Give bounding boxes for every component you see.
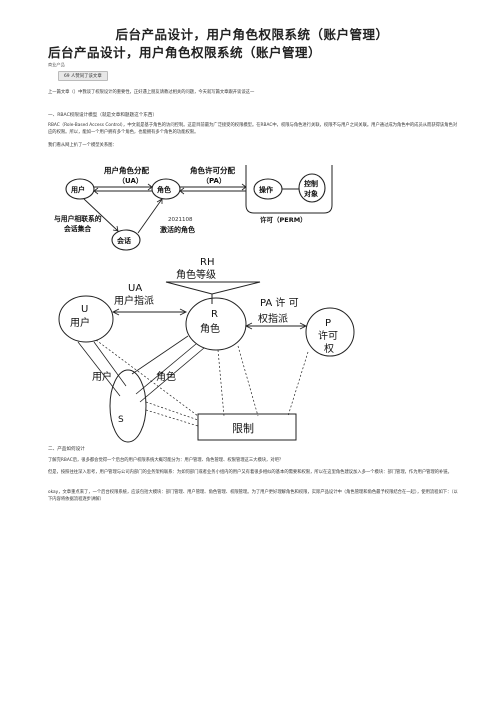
user-node xyxy=(65,178,95,200)
p-node xyxy=(305,307,355,357)
label-role-perm-assign: 角色许可分配 xyxy=(190,165,235,175)
watermark-text: 2021108 xyxy=(168,217,193,223)
role-node xyxy=(151,178,181,200)
design-paragraph-2: 但是，按照往往深入思考，用户管理与公司内部门的业务架构联系：为如何部门或者业务小… xyxy=(48,470,452,475)
label-role-level: 角色等级 xyxy=(176,268,216,281)
user-node-label: 用户 xyxy=(71,185,85,194)
label-pa-assign-2: 权指派 xyxy=(258,312,288,325)
u-node xyxy=(58,295,114,343)
rbac-diagram-2: RH 角色等级 UA 用户指派 U 用户 R 角色 PA 许 可 权指派 P 许… xyxy=(58,257,355,443)
constraint-label: 限制 xyxy=(232,422,254,435)
r-node-label: 角色 xyxy=(200,322,220,335)
section-heading-design: 二、产品如何设计 xyxy=(48,447,85,452)
p-node-label-1: 许可 xyxy=(318,330,338,342)
r-node-letter: R xyxy=(211,309,218,320)
control-object-label-2: 对象 xyxy=(304,189,318,198)
control-object-label-1: 控制 xyxy=(304,179,318,188)
s-node-letter: S xyxy=(118,415,124,425)
u-node-label: 用户 xyxy=(70,316,90,329)
label-pa: （PA） xyxy=(202,177,226,185)
label-perm: 许可（PERM） xyxy=(260,215,307,224)
s-node xyxy=(109,369,147,443)
rbac-diagram-1: 用户角色分配 （UA） 角色许可分配 （PA） 用户 角色 操作 控制 对象 许… xyxy=(54,165,333,251)
design-paragraph-3: okay，文章重点来了，一个后台权限系统，应该包括大模块：部门管理、用户管理、角… xyxy=(48,490,458,502)
model-intro-paragraph: 我们看从网上扒了一个模型关系图： xyxy=(48,143,117,148)
document-title: 后台产品设计，用户角色权限系统（账户管理） xyxy=(115,27,389,42)
rbac-paragraph: RBAC（Role-Based Access Control），中文就是基于角色… xyxy=(48,123,458,135)
label-ua-2: UA xyxy=(128,283,142,294)
article-title: 后台产品设计，用户角色权限系统（账户管理） xyxy=(48,45,322,60)
p-node-label-2: 权 xyxy=(324,342,334,355)
label-user-session-2: 会话集合 xyxy=(64,224,91,233)
operation-node-label: 操作 xyxy=(259,185,273,194)
label-pa-assign-1: PA 许 可 xyxy=(260,297,299,309)
label-ua: （UA） xyxy=(118,177,143,185)
section-heading-rbac: 一、RBAC权限设计模型（就是文章和题题这个东西） xyxy=(48,113,158,118)
session-node-label: 会话 xyxy=(117,236,131,245)
label-user-session-1: 与用户相联系的 xyxy=(54,214,102,223)
label-user-role-assign: 用户角色分配 xyxy=(104,165,149,175)
label-user-assign: 用户指派 xyxy=(114,294,154,307)
intro-paragraph: 上一篇文章（）中我谈了权限设计的重要性，正好遇上朋友请教过相关的问题，今天就写篇… xyxy=(48,90,255,95)
r-node xyxy=(185,297,247,351)
label-active-role: 激活的角色 xyxy=(160,225,195,234)
author-name[interactable]: 商业产品 xyxy=(48,62,65,67)
label-role-bottom: 角色 xyxy=(156,370,176,383)
role-node-label: 角色 xyxy=(157,185,171,194)
likes-badge[interactable]: 69 人赞同了该文章 xyxy=(58,71,108,81)
label-user-bottom: 用户 xyxy=(92,370,112,383)
u-node-letter: U xyxy=(81,304,88,315)
p-node-letter: P xyxy=(325,318,331,329)
control-object-node xyxy=(298,173,326,203)
constraint-box xyxy=(197,413,297,441)
label-rh: RH xyxy=(200,257,214,268)
design-paragraph-1: 了解完RBAC后，很多都会觉得一个后台的用户权限系统大概可能分为：用户管理、角色… xyxy=(48,458,284,463)
session-node xyxy=(111,229,141,251)
